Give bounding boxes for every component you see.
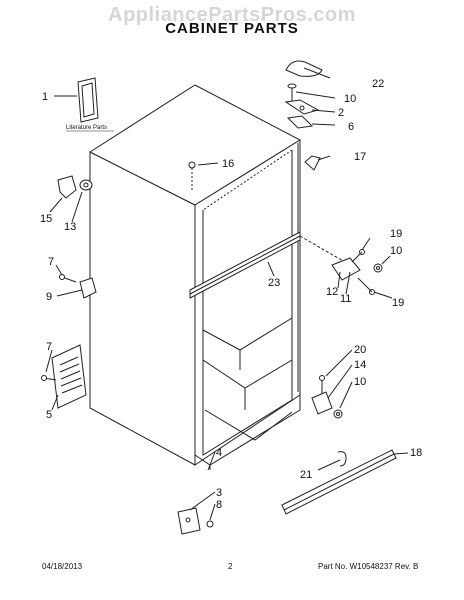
part-13-roller: [79, 179, 93, 191]
callout-16: 16: [222, 158, 234, 170]
part-16-plug: [188, 161, 196, 190]
cabinet-body: [88, 84, 302, 470]
callout-6: 6: [348, 121, 354, 133]
callout-18: 18: [410, 447, 422, 459]
callout-4: 4: [216, 447, 222, 459]
callout-10-right: 10: [390, 245, 402, 257]
part-9-bracket: [79, 277, 97, 299]
part-2-hinge: [284, 99, 320, 115]
callout-7-upper: 7: [48, 256, 54, 268]
callout-labels: 1 2 3 4 5 6 7 7 8 9 10 10 10 11 12 13 14…: [40, 78, 422, 511]
part-10-screw-right: [373, 263, 383, 273]
part-21-clip: [337, 451, 347, 467]
callout-17: 17: [354, 151, 366, 163]
callout-23: 23: [268, 277, 280, 289]
part-12-hinge-right: [331, 257, 361, 281]
part-1-literature: [77, 77, 99, 123]
part-14-hinge-bottom: [311, 391, 333, 415]
part-6-shim: [286, 115, 314, 129]
callout-8: 8: [216, 499, 222, 511]
part-3-bracket: [177, 507, 201, 535]
callout-3: 3: [216, 487, 222, 499]
callout-9: 9: [46, 291, 52, 303]
footer-page: 2: [228, 562, 233, 571]
callout-21: 21: [300, 469, 312, 481]
part-18-toe-grille: [281, 449, 397, 515]
callout-11: 11: [340, 293, 351, 305]
callout-14: 14: [354, 359, 366, 371]
callout-10-lower: 10: [354, 376, 366, 388]
part-10-screw-top: [287, 83, 297, 102]
part-15-leveling-leg: [57, 175, 77, 199]
literature-parts-label: Literature Parts: [66, 125, 107, 131]
part-10-screw-lower: [333, 409, 343, 419]
callout-15: 15: [40, 213, 52, 225]
callout-10-top: 10: [344, 93, 356, 105]
part-7-screw-upper: [59, 274, 77, 283]
footer-part-number: Part No. W10548237 Rev. B: [318, 562, 419, 571]
callout-22: 22: [372, 78, 384, 90]
part-5-grille: [51, 344, 87, 409]
part-8-screw: [206, 520, 214, 528]
site-watermark: AppliancePartsPros.com: [108, 4, 356, 26]
part-17-bracket: [304, 155, 321, 171]
part-20-pin: [319, 375, 325, 395]
callout-7-lower: 7: [46, 341, 52, 353]
part-23-mullion: [189, 231, 346, 299]
callout-19-lower: 19: [392, 297, 404, 309]
callout-12: 12: [326, 286, 338, 298]
callout-5: 5: [46, 409, 52, 421]
part-7-screw-lower: [41, 375, 57, 381]
leader-lines: [45, 67, 409, 521]
part-22-hinge-cover: [285, 60, 323, 77]
diagram-title: CABINET PARTS: [165, 20, 299, 37]
callout-13: 13: [64, 221, 76, 233]
callout-2: 2: [338, 107, 344, 119]
callout-19-upper: 19: [390, 228, 402, 240]
callout-20: 20: [354, 344, 366, 356]
callout-1: 1: [42, 91, 48, 103]
part-19-screw-upper: [351, 249, 365, 263]
footer-date: 04/18/2013: [42, 562, 83, 571]
part-19-screw-lower: [357, 277, 375, 295]
